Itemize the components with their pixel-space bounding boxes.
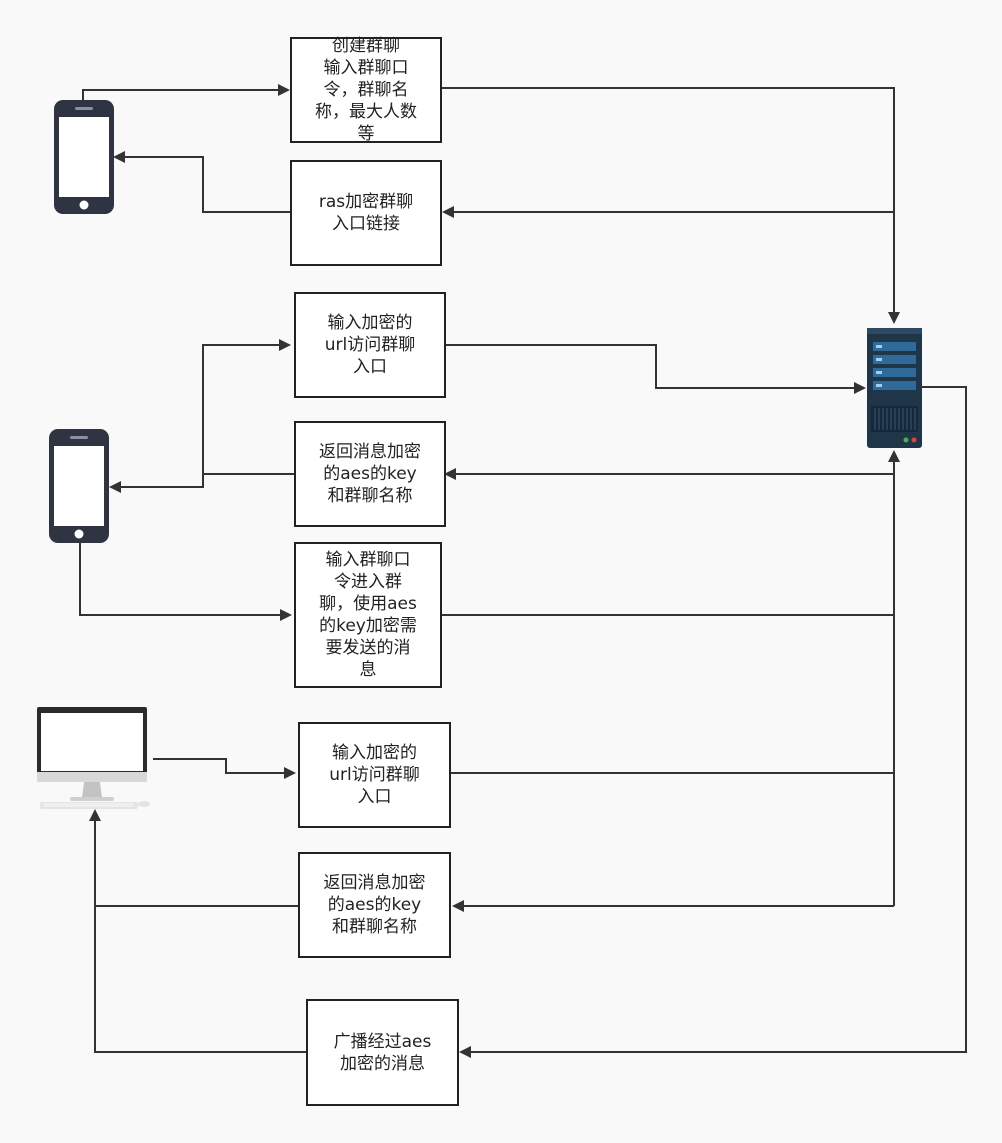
broadcast-box: 广播经过aes 加密的消息 <box>306 999 459 1106</box>
desktop-computer-icon <box>37 707 150 809</box>
input-url-label-1: 输入加密的 url访问群聊 入口 <box>324 313 416 377</box>
edge-url1-to-server <box>445 344 866 394</box>
edge-server-to-broadcast <box>459 386 967 1058</box>
return-key-box-1: 返回消息加密 的aes的key 和群聊名称 <box>294 421 446 527</box>
edge-returnkey1-to-phone2 <box>109 473 295 493</box>
smartphone-icon <box>54 100 114 214</box>
edge-desktop-to-url2 <box>153 758 296 779</box>
smartphone-icon <box>49 429 109 543</box>
broadcast-label: 广播经过aes 加密的消息 <box>333 1031 432 1074</box>
join-group-label: 输入群聊口 令进入群 聊，使用aes 的key加密需 要发送的消 息 <box>319 550 417 680</box>
edge-broadcast-to-desktop <box>89 809 307 1053</box>
return-key-label-1: 返回消息加密 的aes的key 和群聊名称 <box>319 442 421 506</box>
create-group-label: 创建群聊 输入群聊口 令，群聊名 称，最大人数 等 <box>315 36 417 144</box>
edge-phone2-to-join <box>79 543 292 621</box>
create-group-box: 创建群聊 输入群聊口 令，群聊名 称，最大人数 等 <box>290 36 442 144</box>
input-url-box-1: 输入加密的 url访问群聊 入口 <box>294 292 446 398</box>
edge-phone1-to-create <box>82 84 290 100</box>
edge-create-to-server <box>441 87 900 324</box>
server-rack-icon <box>867 328 922 448</box>
rsa-link-label: ras加密群聊 入口链接 <box>318 192 414 234</box>
join-group-box: 输入群聊口 令进入群 聊，使用aes 的key加密需 要发送的消 息 <box>294 542 442 688</box>
edge-rsalink-to-phone1 <box>113 151 291 213</box>
input-url-label-2: 输入加密的 url访问群聊 入口 <box>329 743 420 807</box>
rsa-link-box: ras加密群聊 入口链接 <box>290 160 442 266</box>
return-key-label-2: 返回消息加密 的aes的key 和群聊名称 <box>323 873 426 937</box>
edge-phone2-to-url1 <box>202 339 291 474</box>
return-key-box-2: 返回消息加密 的aes的key 和群聊名称 <box>298 852 451 958</box>
input-url-box-2: 输入加密的 url访问群聊 入口 <box>298 722 451 828</box>
